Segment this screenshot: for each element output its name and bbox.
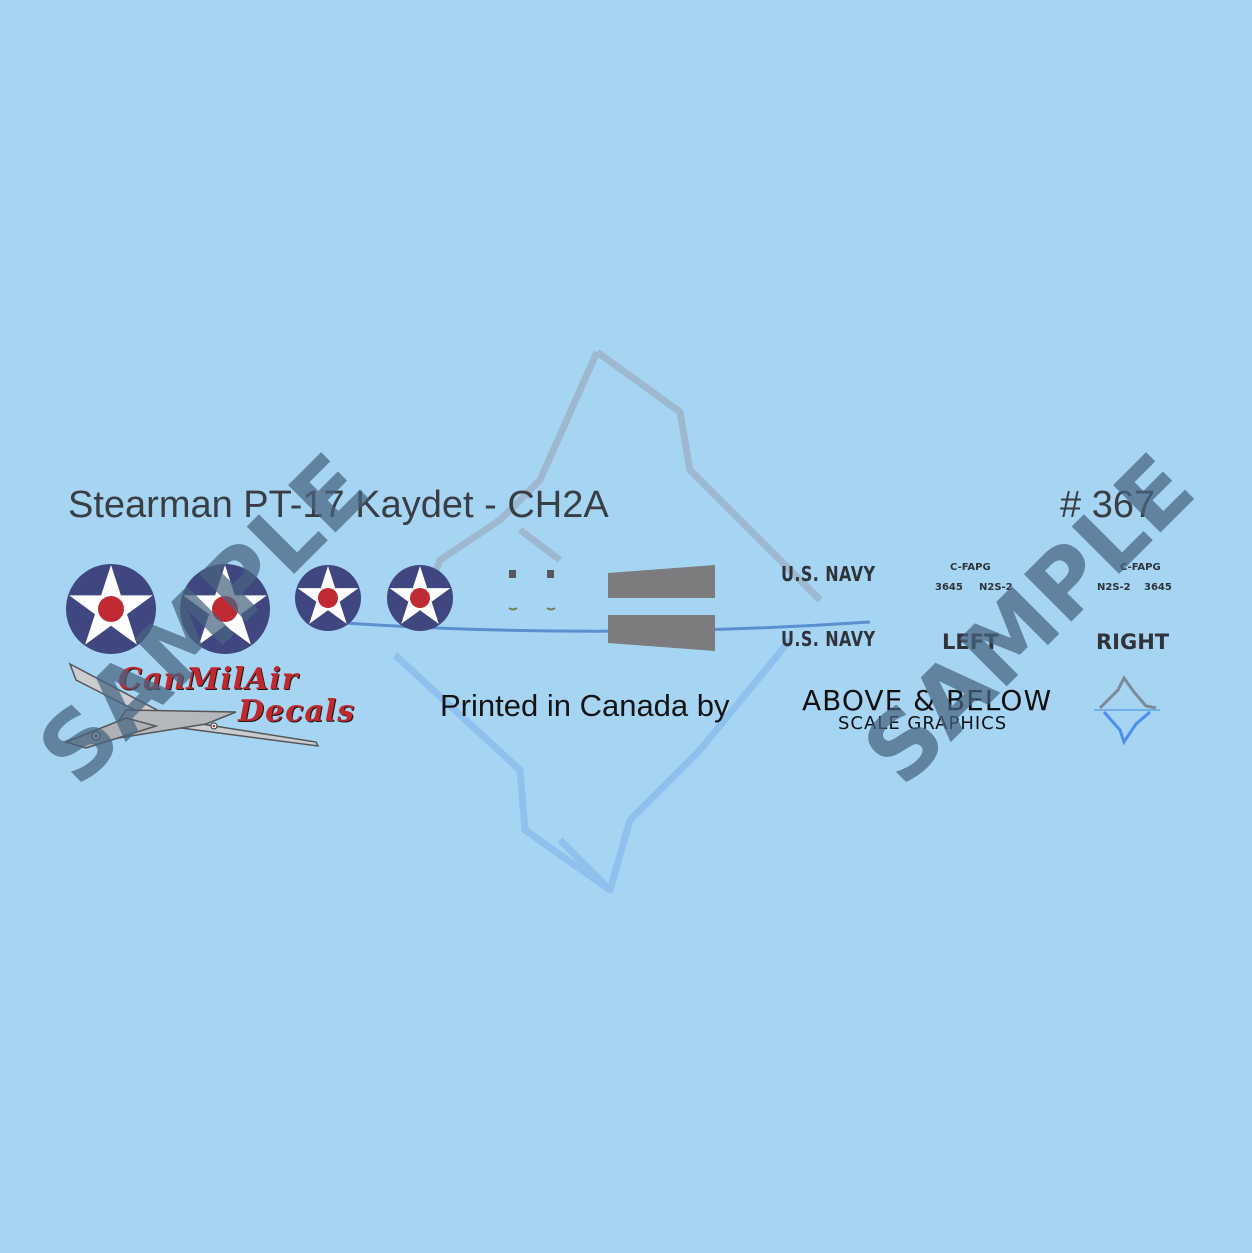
- right-label: RIGHT: [1096, 630, 1170, 654]
- roundel-large-2: [180, 564, 270, 654]
- canmilair-logo-line1: CanMilAir: [118, 662, 299, 697]
- jet-aircraft-icon: [63, 662, 320, 749]
- us-navy-bottom: U.S. NAVY: [781, 627, 876, 651]
- right-model: N2S-2: [1097, 582, 1131, 593]
- small-stencil-marks: [508, 570, 556, 611]
- left-model: N2S-2: [979, 582, 1013, 593]
- right-serial: 3645: [1144, 582, 1172, 593]
- sheet-number: # 367: [1060, 484, 1156, 526]
- walkway-stripes: [608, 565, 715, 651]
- sheet-title: Stearman PT-17 Kaydet - CH2A: [68, 484, 609, 526]
- us-navy-top: U.S. NAVY: [781, 562, 876, 586]
- roundel-large-1: [66, 564, 156, 654]
- above-below-logo-sub: SCALE GRAPHICS: [838, 713, 1008, 734]
- mountain-logo-icon: [1094, 675, 1160, 746]
- left-registration: C-FAPG: [950, 562, 991, 573]
- roundel-small-2: [387, 565, 453, 631]
- printed-by-text: Printed in Canada by: [440, 688, 730, 723]
- above-below-logo-main: ABOVE & BELOW: [802, 684, 1053, 717]
- left-label: LEFT: [942, 630, 999, 654]
- right-registration: C-FAPG: [1120, 562, 1161, 573]
- roundel-small-1: [295, 565, 361, 631]
- canmilair-logo-line2: Decals: [238, 694, 356, 729]
- left-serial: 3645: [935, 582, 963, 593]
